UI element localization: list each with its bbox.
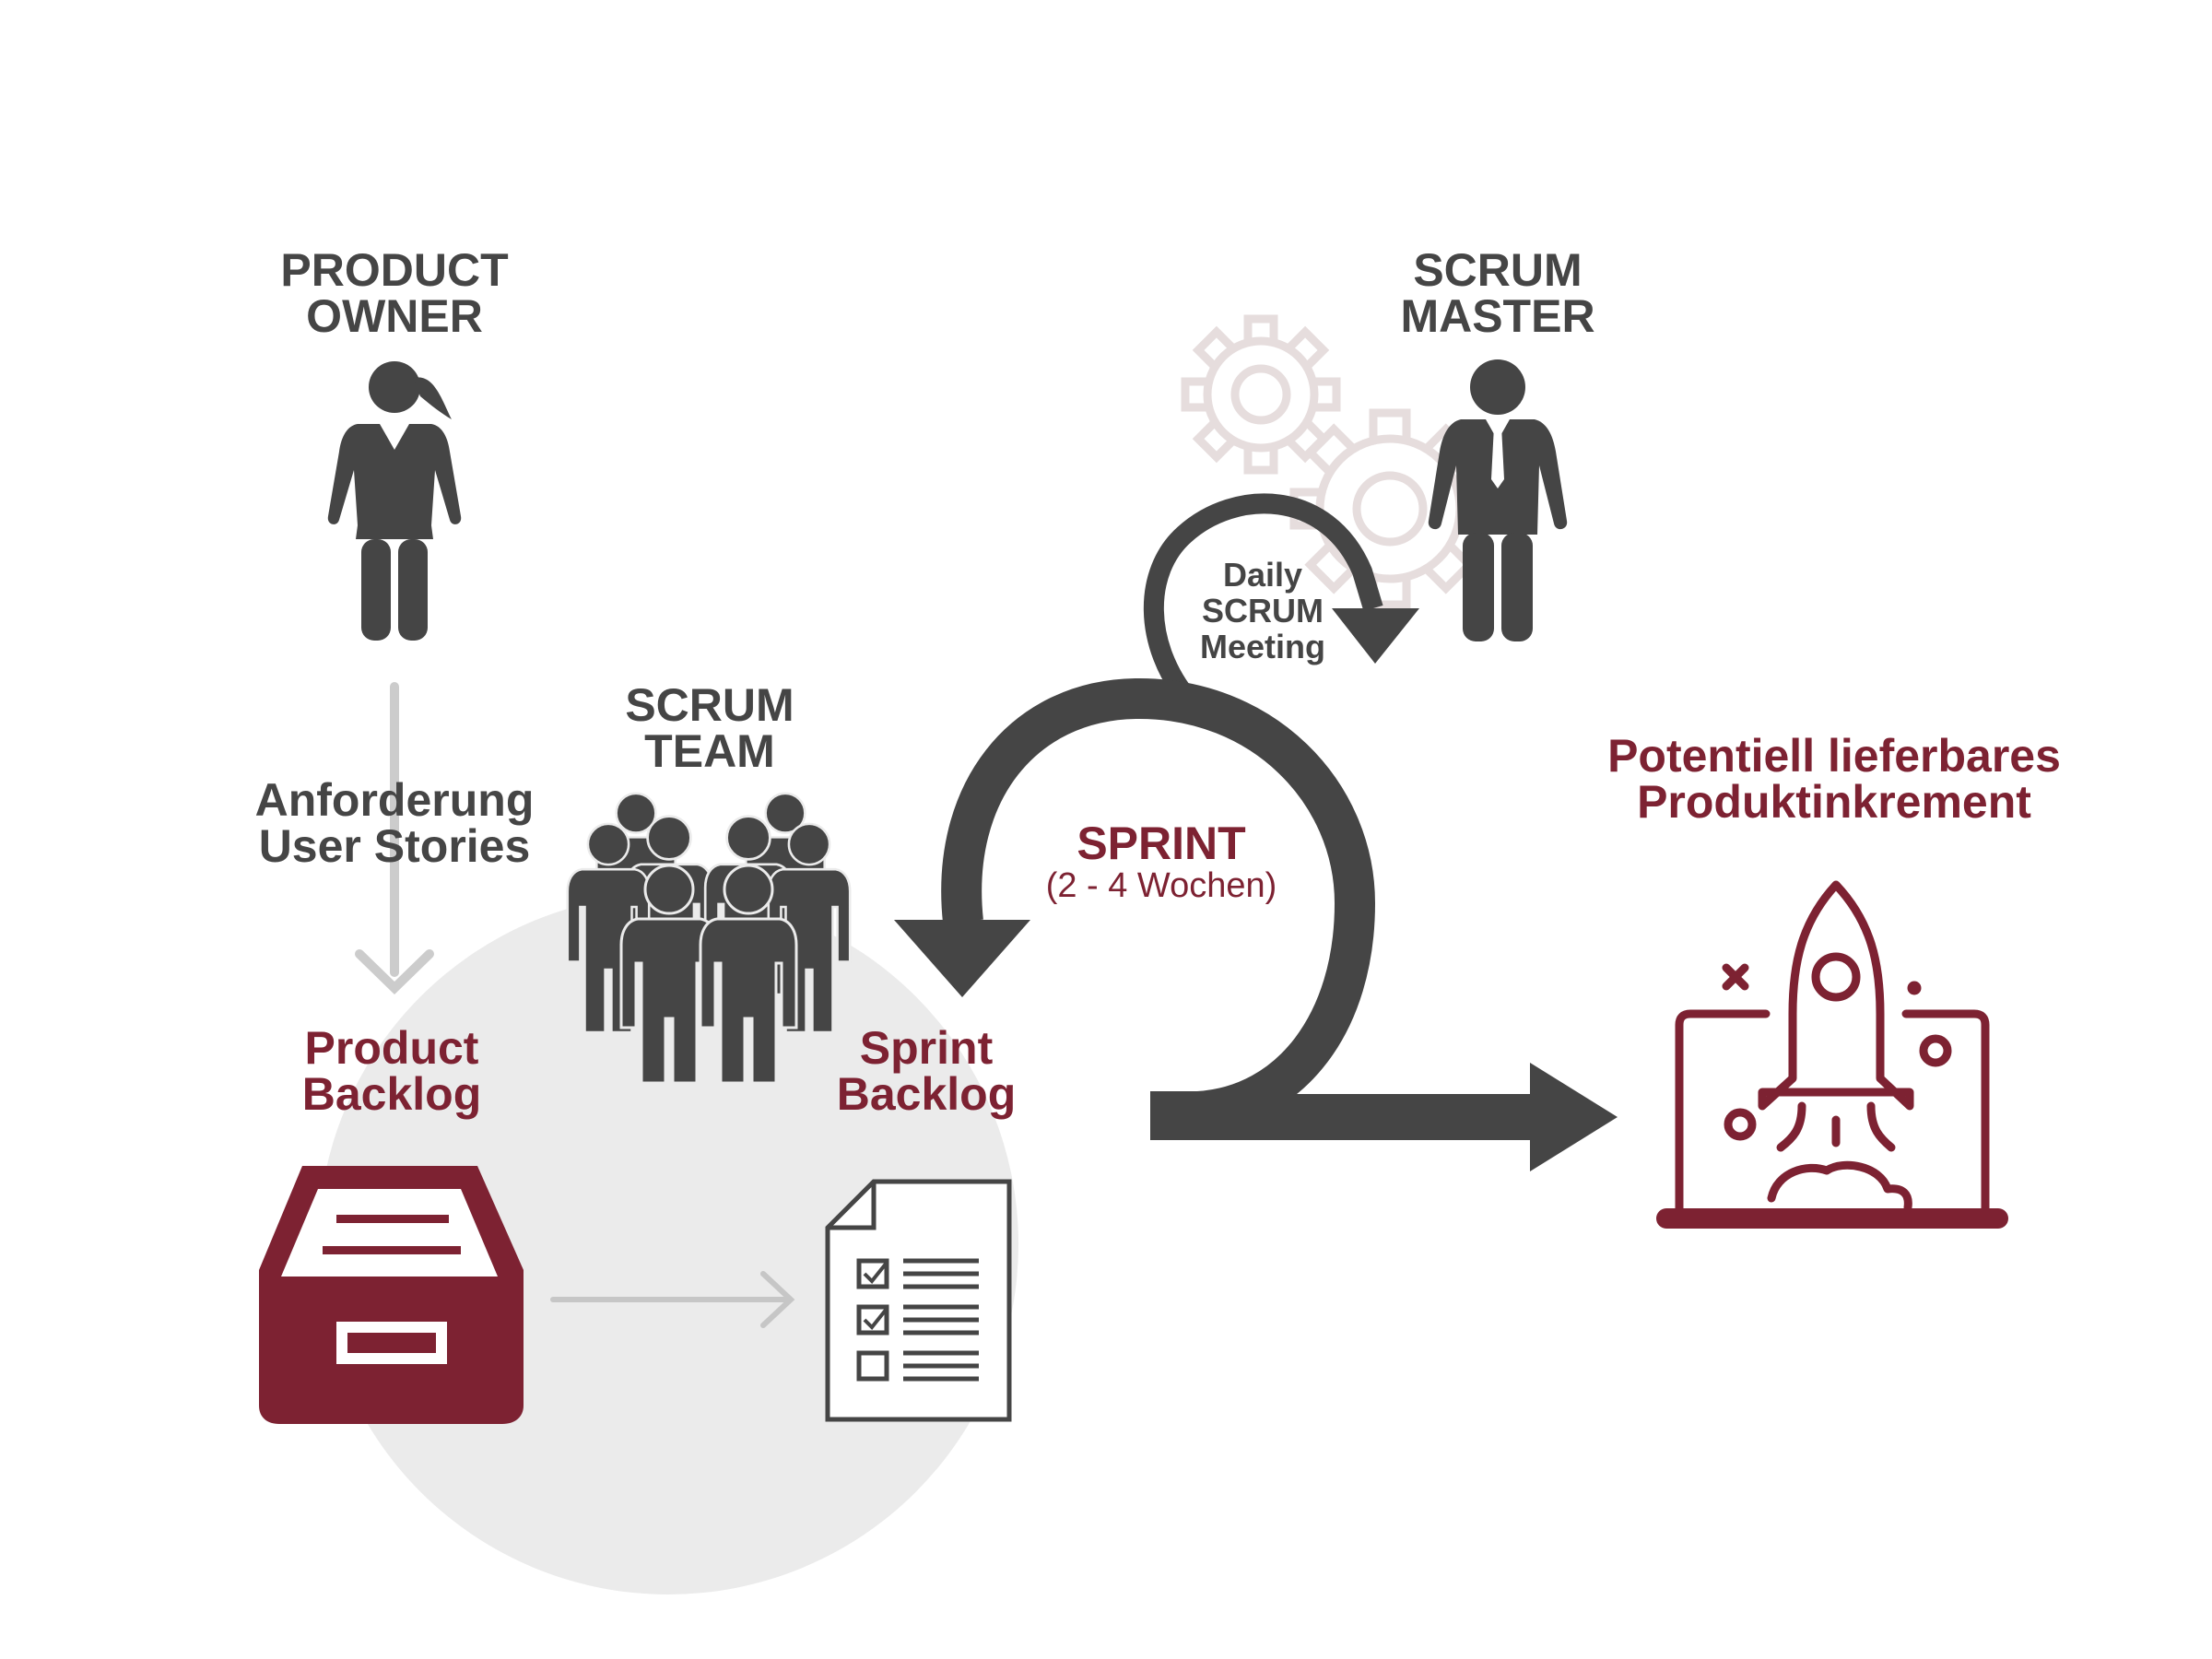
- product-backlog-line-1: Product: [304, 1022, 479, 1074]
- increment-label: Potentiell lieferbares Produktinkrement: [1558, 733, 2111, 825]
- scrum-team-line-2: TEAM: [644, 725, 775, 777]
- increment-line-2: Produktinkrement: [1637, 776, 2031, 828]
- product-owner-label: PRODUCT OWNER: [256, 247, 533, 339]
- daily-meeting-label: Daily SCRUM Meeting: [1171, 556, 1355, 665]
- requirement-line-1: Anforderung: [254, 774, 535, 826]
- scrum-master-label: SCRUM MASTER: [1359, 247, 1636, 339]
- sprint-backlog-label: Sprint Backlog: [788, 1025, 1065, 1117]
- rocket-laptop-icon: [1656, 880, 2008, 1229]
- product-backlog-line-2: Backlog: [301, 1068, 482, 1120]
- backlog-transfer-arrow: [550, 1271, 795, 1328]
- daily-meeting-line-3: Meeting: [1199, 627, 1325, 665]
- increment-line-1: Potentiell lieferbares: [1607, 730, 2061, 782]
- scrum-team-label: SCRUM TEAM: [571, 682, 848, 774]
- sprint-loop: [894, 677, 1618, 1171]
- team-icon: [566, 792, 852, 1085]
- product-backlog-label: Product Backlog: [253, 1025, 530, 1117]
- sprint-backlog-line-1: Sprint: [859, 1022, 994, 1074]
- sprint-title: SPRINT: [1077, 818, 1246, 869]
- sprint-duration: (2 - 4 Wochen): [1045, 866, 1277, 905]
- checklist-icon: [825, 1179, 1012, 1422]
- scrum-master-line-2: MASTER: [1400, 290, 1595, 342]
- man-icon: [1428, 359, 1568, 641]
- scrum-master-line-1: SCRUM: [1413, 244, 1583, 296]
- requirement-label: Anforderung User Stories: [210, 777, 579, 869]
- product-owner-line-1: PRODUCT: [280, 244, 509, 296]
- woman-icon: [327, 361, 462, 641]
- archive-box-icon: [259, 1166, 524, 1424]
- product-owner-line-2: OWNER: [306, 290, 483, 342]
- daily-meeting-line-1: Daily: [1222, 556, 1303, 594]
- scrum-team-line-1: SCRUM: [625, 679, 794, 731]
- daily-meeting-loop: [1143, 493, 1419, 708]
- daily-meeting-line-2: SCRUM: [1202, 591, 1324, 629]
- requirement-arrow: [355, 682, 434, 994]
- requirement-line-2: User Stories: [258, 820, 531, 872]
- sprint-backlog-line-2: Backlog: [836, 1068, 1017, 1120]
